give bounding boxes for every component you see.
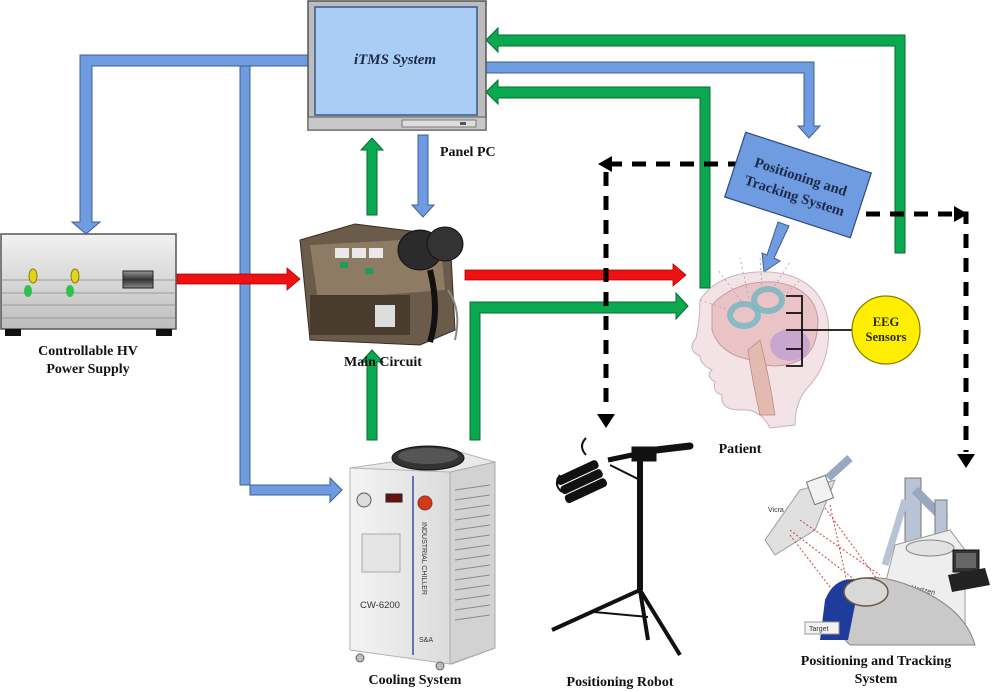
positioning-arrowheads (597, 156, 975, 468)
arrowhead-left (598, 156, 612, 172)
chiller-brand: S&A (419, 637, 433, 644)
indicator-led-green (66, 285, 74, 297)
dashed-link-to-robot (603, 161, 742, 412)
arrowhead-right (954, 206, 968, 222)
indicator-led-yellow (28, 268, 38, 284)
arrow-itms-to-main-circuit (410, 134, 436, 218)
power-supply-label-2: Power Supply (46, 362, 129, 377)
indicator-led-yellow (70, 268, 80, 284)
main-circuit-device[interactable] (299, 223, 464, 346)
itms-screen (314, 6, 478, 116)
arrow-itms-to-power-supply (70, 54, 311, 235)
arrow-power-supply-to-main-circuit (176, 267, 301, 291)
power-switch (122, 270, 154, 289)
arrow-patient-to-itms (485, 78, 711, 289)
tracking-photo-label-2: System (855, 672, 898, 687)
target-label: Target (809, 626, 829, 633)
hv-power-supply[interactable] (0, 233, 177, 336)
control-arrows (70, 54, 822, 504)
eeg-sensors[interactable]: EEG Sensors (851, 295, 921, 365)
positioning-robot[interactable] (551, 437, 694, 657)
power-arrows (176, 263, 687, 291)
pressure-gauge (356, 492, 372, 508)
tracking-system-photo[interactable]: Vicra NeuHertzen Target (764, 455, 990, 646)
arrow-cooling-to-main-circuit (359, 349, 385, 441)
arrow-cooling-to-patient (469, 291, 689, 441)
chiller-model: CW-6200 (360, 600, 400, 611)
eeg-leads (786, 295, 852, 367)
chiller-side-text: INDUSTRIAL CHILLER (420, 522, 427, 595)
arrow-eeg-to-itms (485, 26, 906, 254)
arrowhead-down-tracking (957, 454, 975, 468)
eeg-label-1: EEG (873, 315, 900, 329)
tracking-photo-label-1: Positioning and Tracking (801, 654, 951, 669)
arrow-itms-to-tracking (484, 61, 822, 139)
tms-coil-left (727, 301, 761, 329)
positioning-robot-label: Positioning Robot (567, 675, 674, 690)
itms-panel-pc[interactable]: iTMS System (307, 0, 487, 131)
power-supply-label-1: Controllable HV (38, 344, 138, 359)
chiller-display (385, 493, 403, 503)
chiller-switch (417, 495, 433, 511)
vicra-label: Vicra (768, 507, 784, 514)
cooling-system-label: Cooling System (369, 673, 462, 688)
patient-label: Patient (719, 442, 762, 457)
arrow-main-circuit-to-patient (464, 263, 687, 287)
panel-pc-label: Panel PC (440, 145, 496, 160)
cooling-system-chiller[interactable]: CW-6200 INDUSTRIAL CHILLER S&A (349, 445, 496, 671)
arrow-tracking-to-patient (761, 221, 790, 273)
feedback-arrows (359, 26, 906, 441)
itms-label: iTMS System (354, 52, 436, 68)
arrowhead-down-robot (597, 414, 615, 428)
main-circuit-label: Main Circuit (344, 355, 422, 370)
tms-coil-right (751, 286, 785, 314)
tracking-system-box[interactable]: Positioning and Tracking System (723, 131, 873, 239)
arrow-main-circuit-to-itms (359, 137, 385, 216)
indicator-led-green (24, 285, 32, 297)
patient-head[interactable] (691, 255, 852, 429)
eeg-label-2: Sensors (866, 330, 907, 344)
